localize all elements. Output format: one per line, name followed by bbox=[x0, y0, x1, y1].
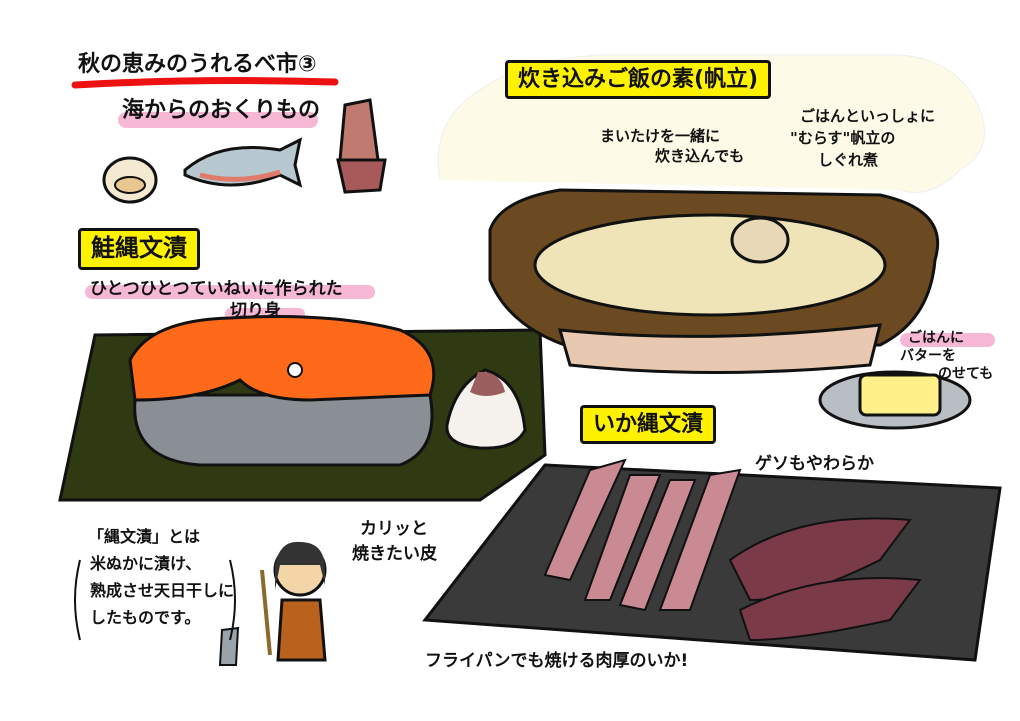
explanation-line2: 米ぬかに漬け、 bbox=[90, 554, 202, 573]
scallop-icon bbox=[102, 156, 158, 204]
salmon-caption-line2: 切り身 bbox=[230, 301, 281, 321]
explanation-line3: 熟成させ天日干しに bbox=[90, 581, 235, 600]
scallop-note-line1: ごはんといっしょに bbox=[800, 107, 936, 125]
scallop-note-line2: "むらす"帆立の bbox=[790, 129, 896, 147]
clay-pot bbox=[488, 188, 940, 374]
skin-note-line1: カリッと bbox=[360, 519, 428, 539]
salmon-fish-icon bbox=[183, 137, 303, 188]
caption-highlight bbox=[85, 285, 375, 299]
rice-mix-label: 炊き込みご飯の素(帆立) bbox=[505, 60, 772, 100]
butter bbox=[858, 373, 942, 417]
butter-note-line2: バターを bbox=[900, 348, 956, 364]
explanation-line1: 「縄文漬」とは bbox=[88, 527, 201, 546]
salmon-caption-line1: ひとつひとつていねいに作られた bbox=[90, 279, 343, 299]
title-underline bbox=[71, 77, 339, 89]
skin-note-line2: 焼きたい皮 bbox=[352, 544, 437, 564]
subtitle: 海からのおくりもの bbox=[122, 98, 321, 123]
subtitle-highlight bbox=[118, 112, 318, 128]
squid-tentacles bbox=[728, 517, 922, 642]
page-title: 秋の恵みのうれるべ市③ bbox=[78, 52, 317, 77]
scallop-note-line3: しぐれ煮 bbox=[818, 151, 879, 169]
salmon-label: 鮭縄文漬 bbox=[78, 228, 200, 270]
pan-note: フライパンでも焼ける肉厚のいか! bbox=[425, 651, 689, 671]
butter-note-line1: ごはんに bbox=[908, 330, 964, 346]
squid-label: いか縄文漬 bbox=[580, 405, 717, 445]
explanation-line4: したものです。 bbox=[90, 608, 201, 627]
cavegirl-figure bbox=[218, 541, 327, 666]
tentacle-note: ゲソもやわらか bbox=[755, 454, 874, 474]
maitake-note-line1: まいたけを一緒に bbox=[600, 127, 721, 145]
squid-icon bbox=[336, 98, 387, 194]
squid-slices bbox=[543, 458, 742, 612]
maitake-note-line2: 炊き込んでも bbox=[655, 147, 745, 165]
butter-highlight bbox=[900, 333, 995, 347]
salmon-steak bbox=[128, 315, 436, 467]
butter-note-line3: のせても bbox=[938, 366, 994, 382]
rice-ball bbox=[445, 368, 527, 450]
